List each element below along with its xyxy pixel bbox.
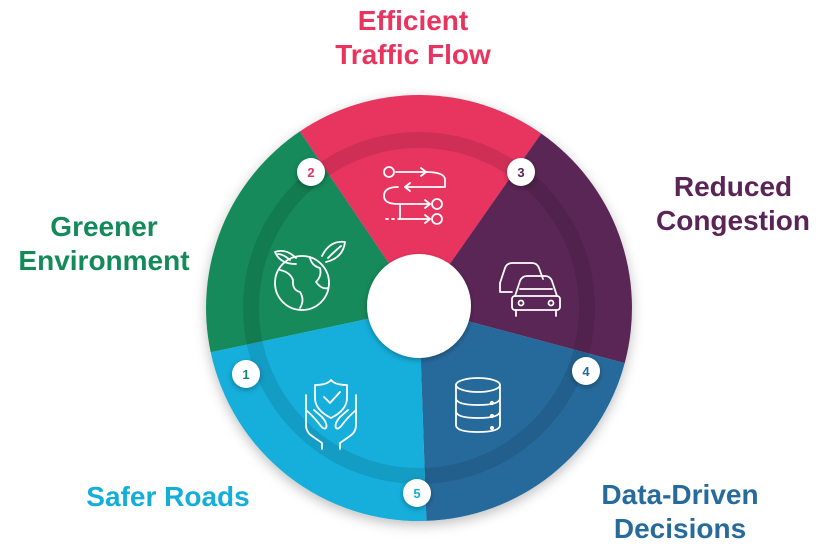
segment-greener-environment [206, 131, 419, 353]
badge-number: 2 [307, 165, 314, 180]
shield-hands-icon [305, 379, 357, 450]
badge-number: 3 [517, 165, 524, 180]
badge-5: 5 [403, 479, 431, 507]
badge-number: 4 [582, 364, 590, 379]
center-circle [367, 254, 471, 358]
cars-icon [499, 262, 561, 317]
segment-efficient-traffic-flow [299, 94, 542, 309]
badge-1: 1 [232, 360, 260, 388]
inner-ring-band [243, 132, 595, 484]
badge-4: 4 [572, 357, 600, 385]
label-safer-roads: Safer Roads [86, 481, 250, 512]
label-reduced-congestion: Reduced Congestion [656, 171, 810, 236]
route-flow-icon [383, 166, 446, 225]
badge-3: 3 [507, 158, 535, 186]
label-data-driven-decisions: Data-Driven Decisions [601, 479, 759, 544]
label-greener-environment: Greener Environment [18, 211, 190, 276]
badge-number: 1 [242, 367, 249, 382]
badge-2: 2 [297, 158, 325, 186]
database-icon [455, 377, 501, 433]
globe-leaves-icon [274, 240, 346, 311]
segment-reduced-congestion [419, 133, 632, 364]
label-efficient-traffic-flow: Efficient Traffic Flow [335, 5, 491, 70]
segment-data-driven-decisions [419, 308, 625, 521]
badge-number: 5 [413, 486, 420, 501]
